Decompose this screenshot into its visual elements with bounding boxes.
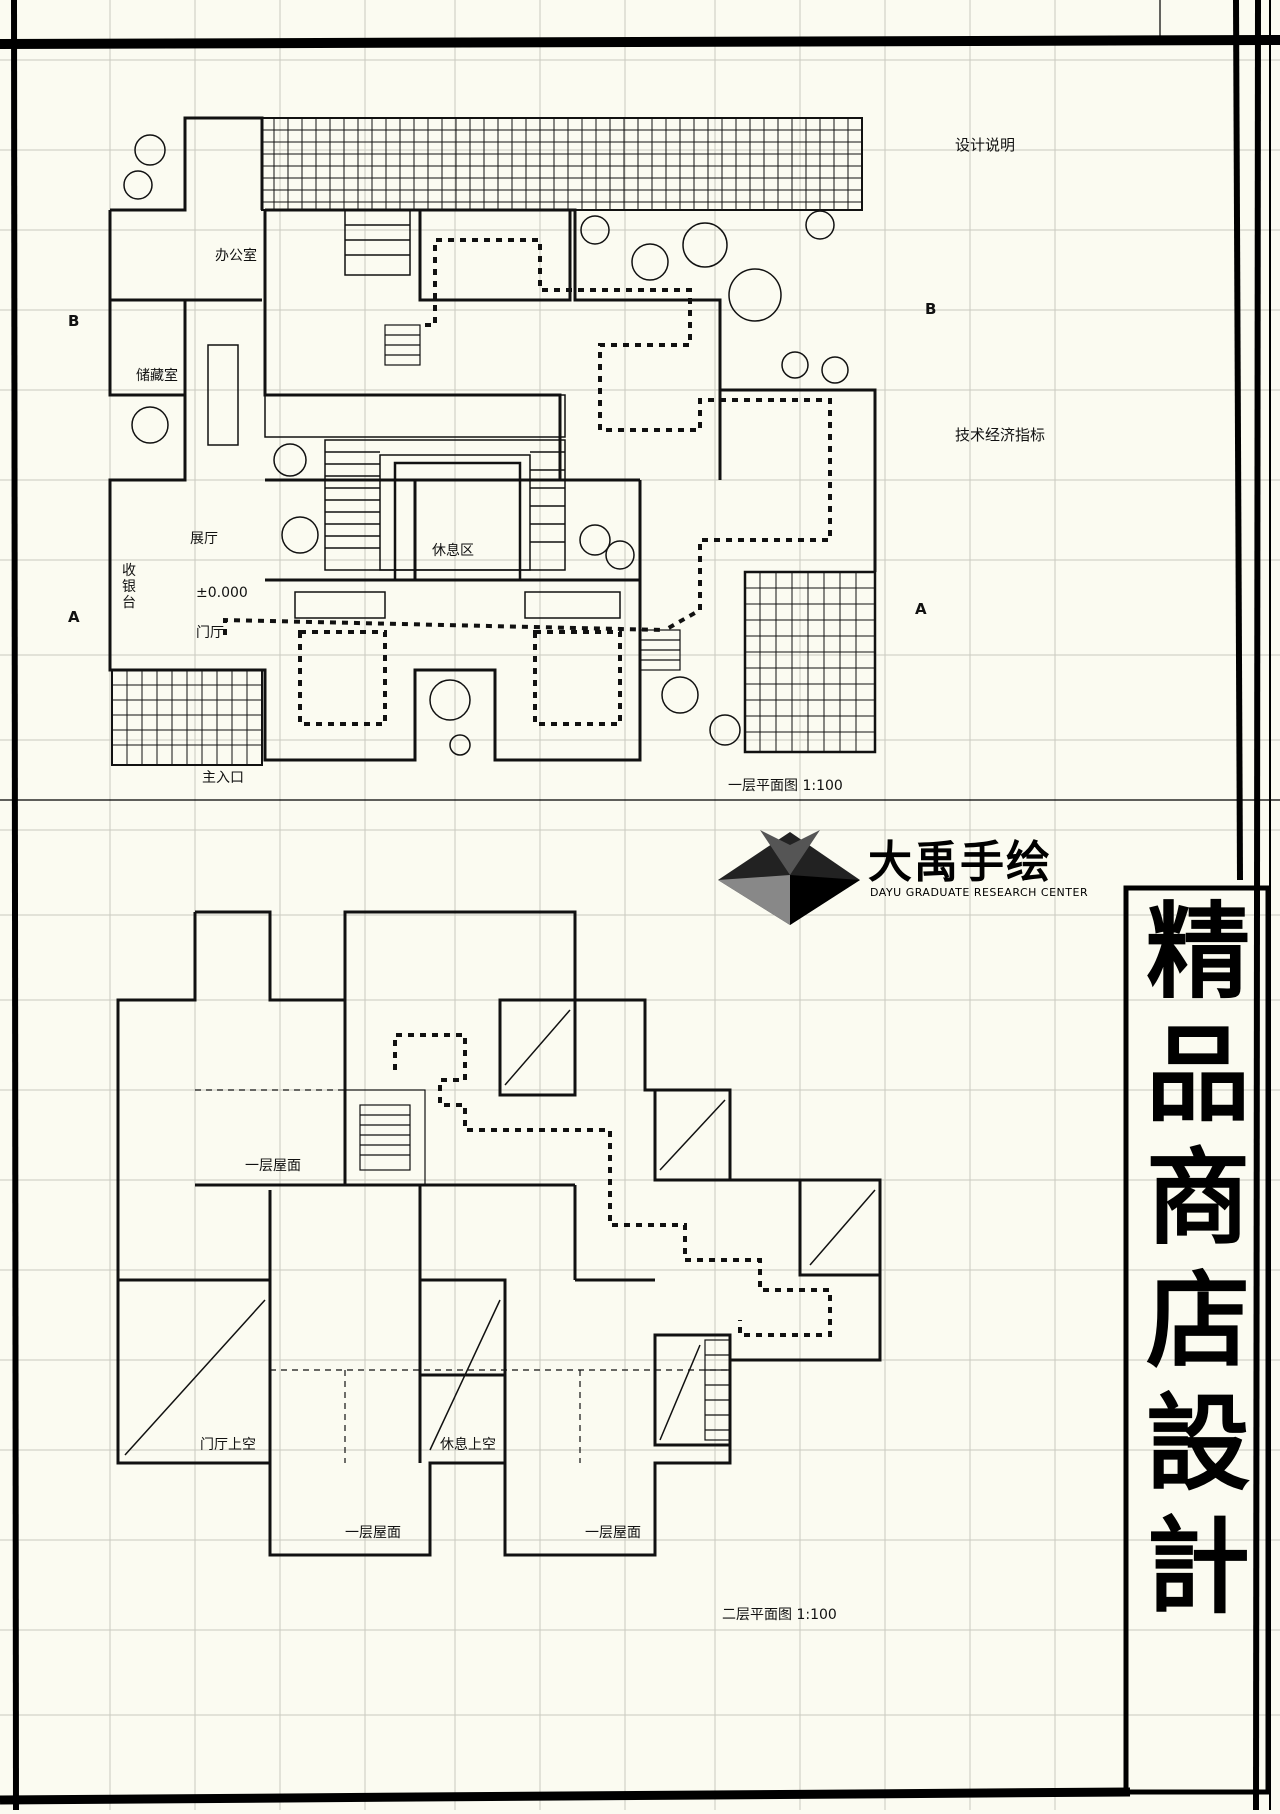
title-char-4: 店 — [1145, 1259, 1250, 1382]
design-notes-label: 设计说明 — [955, 136, 1016, 154]
section-mark-a-left: A — [68, 608, 80, 626]
room-office: 办公室 — [215, 248, 257, 264]
circulation-path — [223, 238, 832, 726]
title-char-1: 精 — [1145, 890, 1250, 1013]
north-garden-hatch — [261, 117, 863, 211]
title-char-5: 設 — [1145, 1382, 1250, 1505]
upper-stairs — [344, 1089, 731, 1441]
title-char-3: 商 — [1145, 1136, 1250, 1259]
section-mark-b-left: B — [68, 312, 80, 330]
plan2-scale-label: 二层平面图 1:100 — [722, 1607, 837, 1623]
room-cashier: 收银台 — [122, 563, 136, 611]
trees — [123, 134, 849, 756]
logo-subtitle: DAYU GRADUATE RESEARCH CENTER — [870, 886, 1089, 899]
plan1-scale-label: 一层平面图 1:100 — [728, 778, 843, 794]
upper-floor-walls — [116, 910, 882, 1557]
room-roof-bottom-right: 一层屋面 — [585, 1525, 641, 1541]
room-rest-above: 休息上空 — [440, 1437, 496, 1453]
ground-stair — [384, 324, 681, 671]
entry-pad-hatch — [111, 669, 263, 766]
tech-indicators-label: 技术经济指标 — [955, 426, 1046, 444]
upper-floor-plan — [116, 910, 882, 1557]
room-storage: 储藏室 — [136, 368, 178, 384]
room-rest-area: 休息区 — [432, 543, 474, 559]
water-feature — [324, 439, 566, 571]
void-marks — [124, 1009, 876, 1456]
room-roof-bottom-left: 一层屋面 — [345, 1525, 401, 1541]
title-char-2: 品 — [1145, 1013, 1250, 1136]
ground-floor-plan — [108, 116, 877, 766]
room-roof-top: 一层屋面 — [245, 1158, 301, 1174]
section-mark-b-right: B — [925, 300, 937, 318]
upper-grid-dashes — [195, 1089, 730, 1463]
sheet-title: 精 品 商 店 設 計 — [1128, 890, 1268, 1790]
title-char-6: 計 — [1145, 1505, 1250, 1628]
elevation-mark: ±0.000 — [196, 585, 248, 601]
upper-circulation-path — [393, 1033, 832, 1337]
logo-name: 大禹手绘 — [868, 837, 1052, 888]
logo: 大禹手绘 DAYU GRADUATE RESEARCH CENTER — [718, 826, 1098, 926]
room-entrance: 主入口 — [202, 770, 244, 786]
planter-bands — [207, 209, 621, 619]
room-lobby-above: 门厅上空 — [200, 1437, 256, 1453]
room-lobby: 门厅 — [196, 625, 224, 641]
section-mark-a-right: A — [915, 600, 927, 618]
room-hall: 展厅 — [190, 531, 218, 547]
east-courtyard-hatch — [743, 570, 877, 754]
logo-mark — [718, 830, 860, 925]
